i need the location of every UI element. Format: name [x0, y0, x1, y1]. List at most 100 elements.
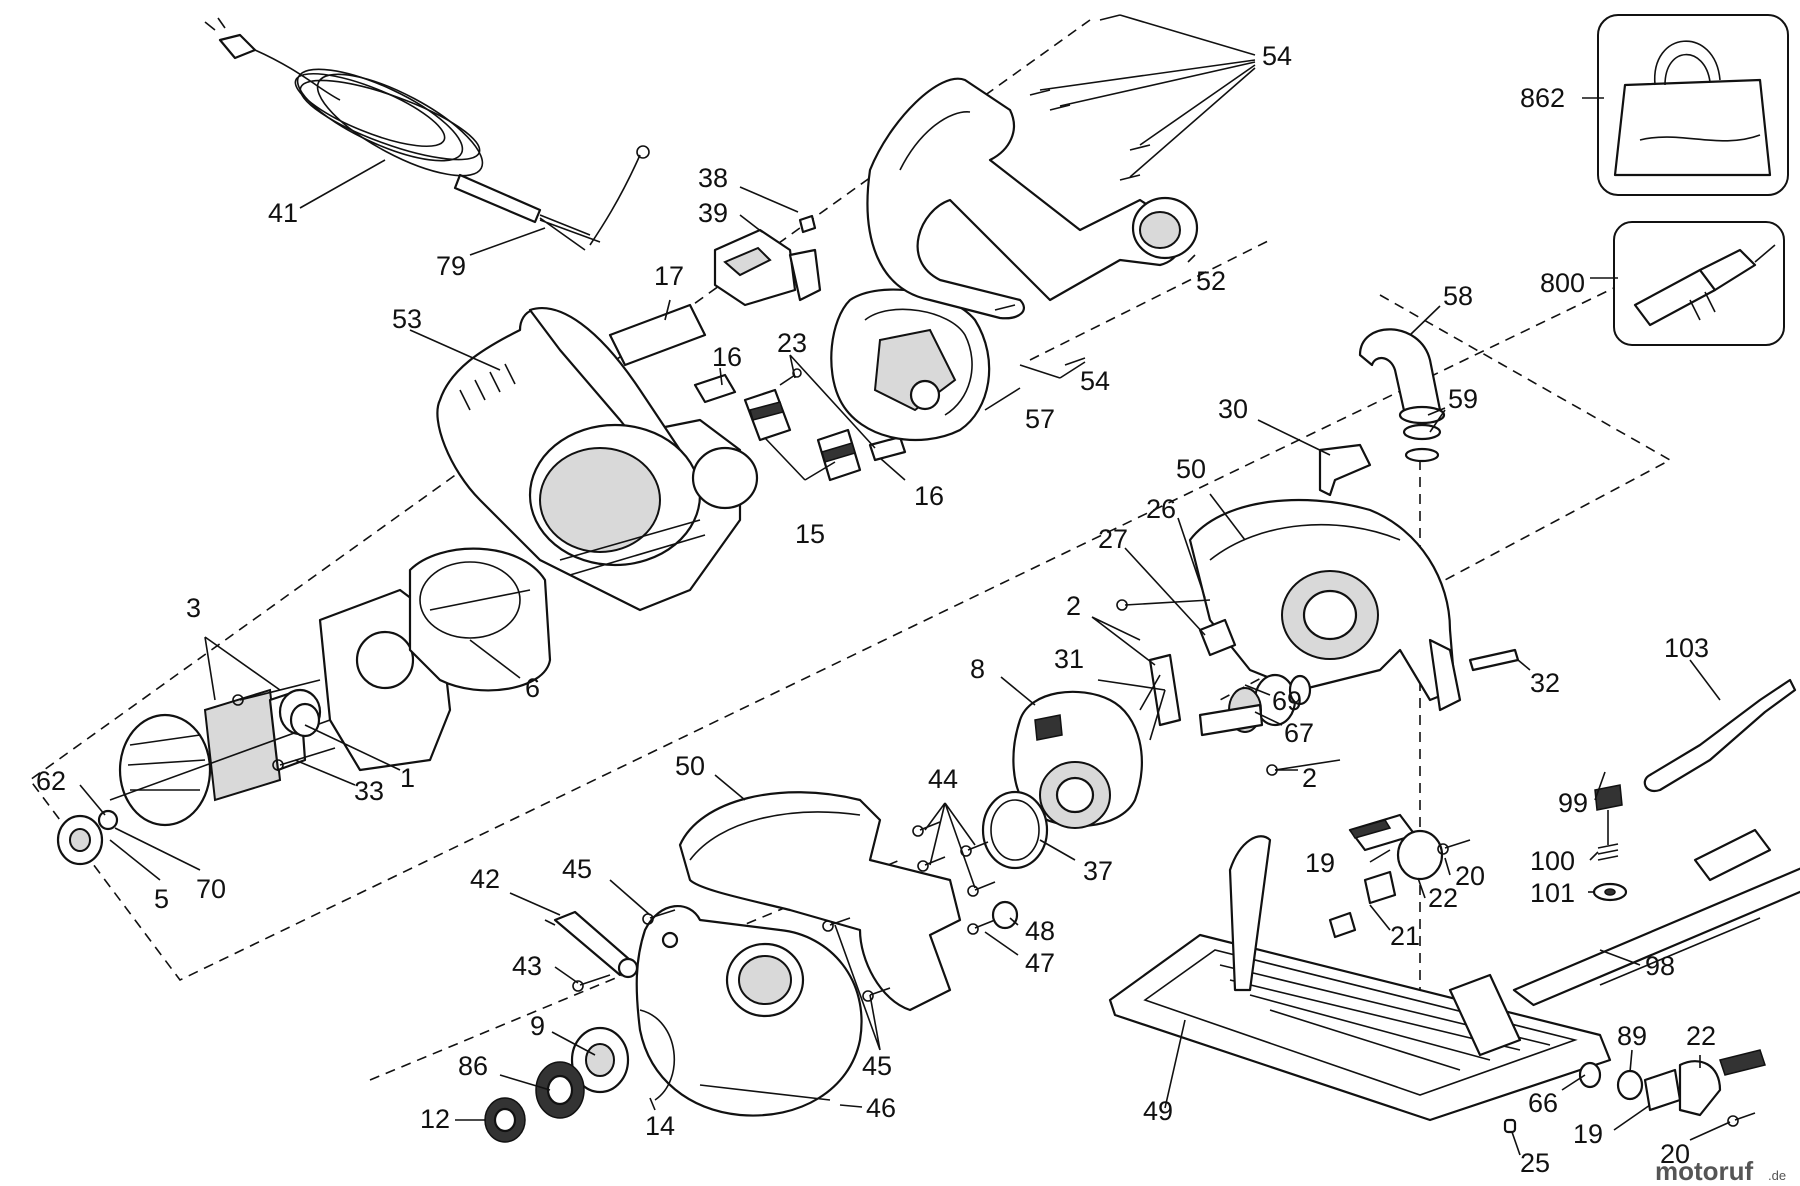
part-label-103: 103 — [1664, 633, 1709, 663]
motor-housing — [436, 307, 759, 612]
part-label-57: 57 — [1025, 404, 1055, 434]
part-label-69: 69 — [1272, 686, 1302, 716]
blade-guard — [635, 905, 863, 1117]
switch-assembly — [713, 214, 822, 307]
upper-guard — [1188, 498, 1462, 712]
part-label-800: 800 — [1540, 268, 1585, 298]
part-label-43: 43 — [512, 951, 542, 981]
part-label-50-lower: 50 — [675, 751, 705, 781]
part-label-19-upper: 19 — [1305, 848, 1335, 878]
brush-parts — [693, 368, 907, 482]
part-label-54-top: 54 — [1262, 41, 1292, 71]
part-label-37: 37 — [1083, 856, 1113, 886]
part-label-14: 14 — [645, 1111, 675, 1141]
part-label-32: 32 — [1530, 668, 1560, 698]
part-label-86: 86 — [458, 1051, 488, 1081]
retaining-ring — [981, 790, 1049, 870]
part-label-79: 79 — [436, 251, 466, 281]
part-label-2-lower: 2 — [1302, 763, 1317, 793]
part-label-8: 8 — [970, 654, 985, 684]
part-label-22-lower: 22 — [1686, 1021, 1716, 1051]
bevel-knob-assembly — [1328, 813, 1471, 939]
part-label-19-lower: 19 — [1573, 1119, 1603, 1149]
part-label-41: 41 — [268, 198, 298, 228]
part-label-2-upper: 2 — [1066, 591, 1081, 621]
part-label-33: 33 — [354, 776, 384, 806]
gear-case — [830, 288, 991, 442]
part-label-862: 862 — [1520, 83, 1565, 113]
part-label-45-lower: 45 — [862, 1051, 892, 1081]
part-label-5: 5 — [154, 884, 169, 914]
part-label-1: 1 — [400, 763, 415, 793]
spindle-parts — [1116, 599, 1520, 776]
part-label-50-upper: 50 — [1176, 454, 1206, 484]
part-label-59: 59 — [1448, 384, 1478, 414]
part-labels: 41 79 38 39 17 53 16 23 15 16 54 52 54 5… — [36, 41, 1716, 1178]
part-label-31: 31 — [1054, 644, 1084, 674]
blade-lever — [544, 910, 639, 992]
part-label-66: 66 — [1528, 1088, 1558, 1118]
part-label-6: 6 — [525, 673, 540, 703]
part-label-89: 89 — [1617, 1021, 1647, 1051]
armature — [109, 688, 331, 827]
part-label-48: 48 — [1025, 916, 1055, 946]
part-label-16-upper: 16 — [712, 342, 742, 372]
rip-fence — [1512, 828, 1800, 1007]
part-label-53: 53 — [392, 304, 422, 334]
part-label-17: 17 — [654, 261, 684, 291]
lever-part — [1318, 443, 1372, 497]
part-label-3: 3 — [186, 593, 201, 623]
blade-wrench — [1643, 678, 1797, 793]
power-cord — [204, 17, 650, 251]
part-label-12: 12 — [420, 1104, 450, 1134]
rear-knob-assembly — [1503, 1049, 1766, 1134]
lower-guard — [678, 791, 962, 1012]
watermark-logo: motoruf .de — [1655, 1156, 1786, 1186]
part-label-100: 100 — [1530, 846, 1575, 876]
retaining-ring-inner — [990, 799, 1040, 861]
part-label-25: 25 — [1520, 1148, 1550, 1178]
part-label-15: 15 — [795, 519, 825, 549]
part-label-98: 98 — [1645, 951, 1675, 981]
part-label-20-lower: 20 — [1660, 1139, 1690, 1169]
part-label-39: 39 — [698, 198, 728, 228]
part-label-20-upper: 20 — [1455, 861, 1485, 891]
part-label-99: 99 — [1558, 788, 1588, 818]
part-label-46: 46 — [866, 1093, 896, 1123]
part-label-52: 52 — [1196, 266, 1226, 296]
part-label-58: 58 — [1443, 281, 1473, 311]
depth-knob — [1592, 784, 1628, 902]
gear-plate — [1012, 690, 1143, 829]
blade-clamp-parts — [484, 1009, 676, 1143]
assembly-outline-guard — [1219, 294, 1672, 701]
handle-screws — [994, 14, 1151, 366]
part-label-26: 26 — [1146, 494, 1176, 524]
leader-lines — [79, 14, 1731, 1156]
guard-screws — [642, 821, 1019, 1002]
part-label-47: 47 — [1025, 948, 1055, 978]
part-label-21: 21 — [1390, 921, 1420, 951]
part-label-27: 27 — [1098, 524, 1128, 554]
part-label-45-upper: 45 — [562, 854, 592, 884]
part-label-67: 67 — [1284, 718, 1314, 748]
part-label-44: 44 — [928, 764, 958, 794]
part-label-54-mid: 54 — [1080, 366, 1110, 396]
part-label-16-lower: 16 — [914, 481, 944, 511]
svg-text:.de: .de — [1768, 1168, 1786, 1183]
part-label-70: 70 — [196, 874, 226, 904]
dust-port — [1358, 328, 1446, 463]
part-label-42: 42 — [470, 864, 500, 894]
motor-small-parts — [56, 679, 336, 866]
part-label-101: 101 — [1530, 878, 1575, 908]
part-label-49: 49 — [1143, 1096, 1173, 1126]
part-label-30: 30 — [1218, 394, 1248, 424]
svg-text:motoruf: motoruf — [1655, 1156, 1754, 1186]
part-label-9: 9 — [530, 1011, 545, 1041]
bag-box — [1597, 14, 1789, 196]
field-coil — [408, 547, 552, 692]
base-plate — [1108, 835, 1612, 1122]
part-label-23: 23 — [777, 328, 807, 358]
part-label-38: 38 — [698, 163, 728, 193]
assembly-axis-rear — [1029, 239, 1271, 361]
